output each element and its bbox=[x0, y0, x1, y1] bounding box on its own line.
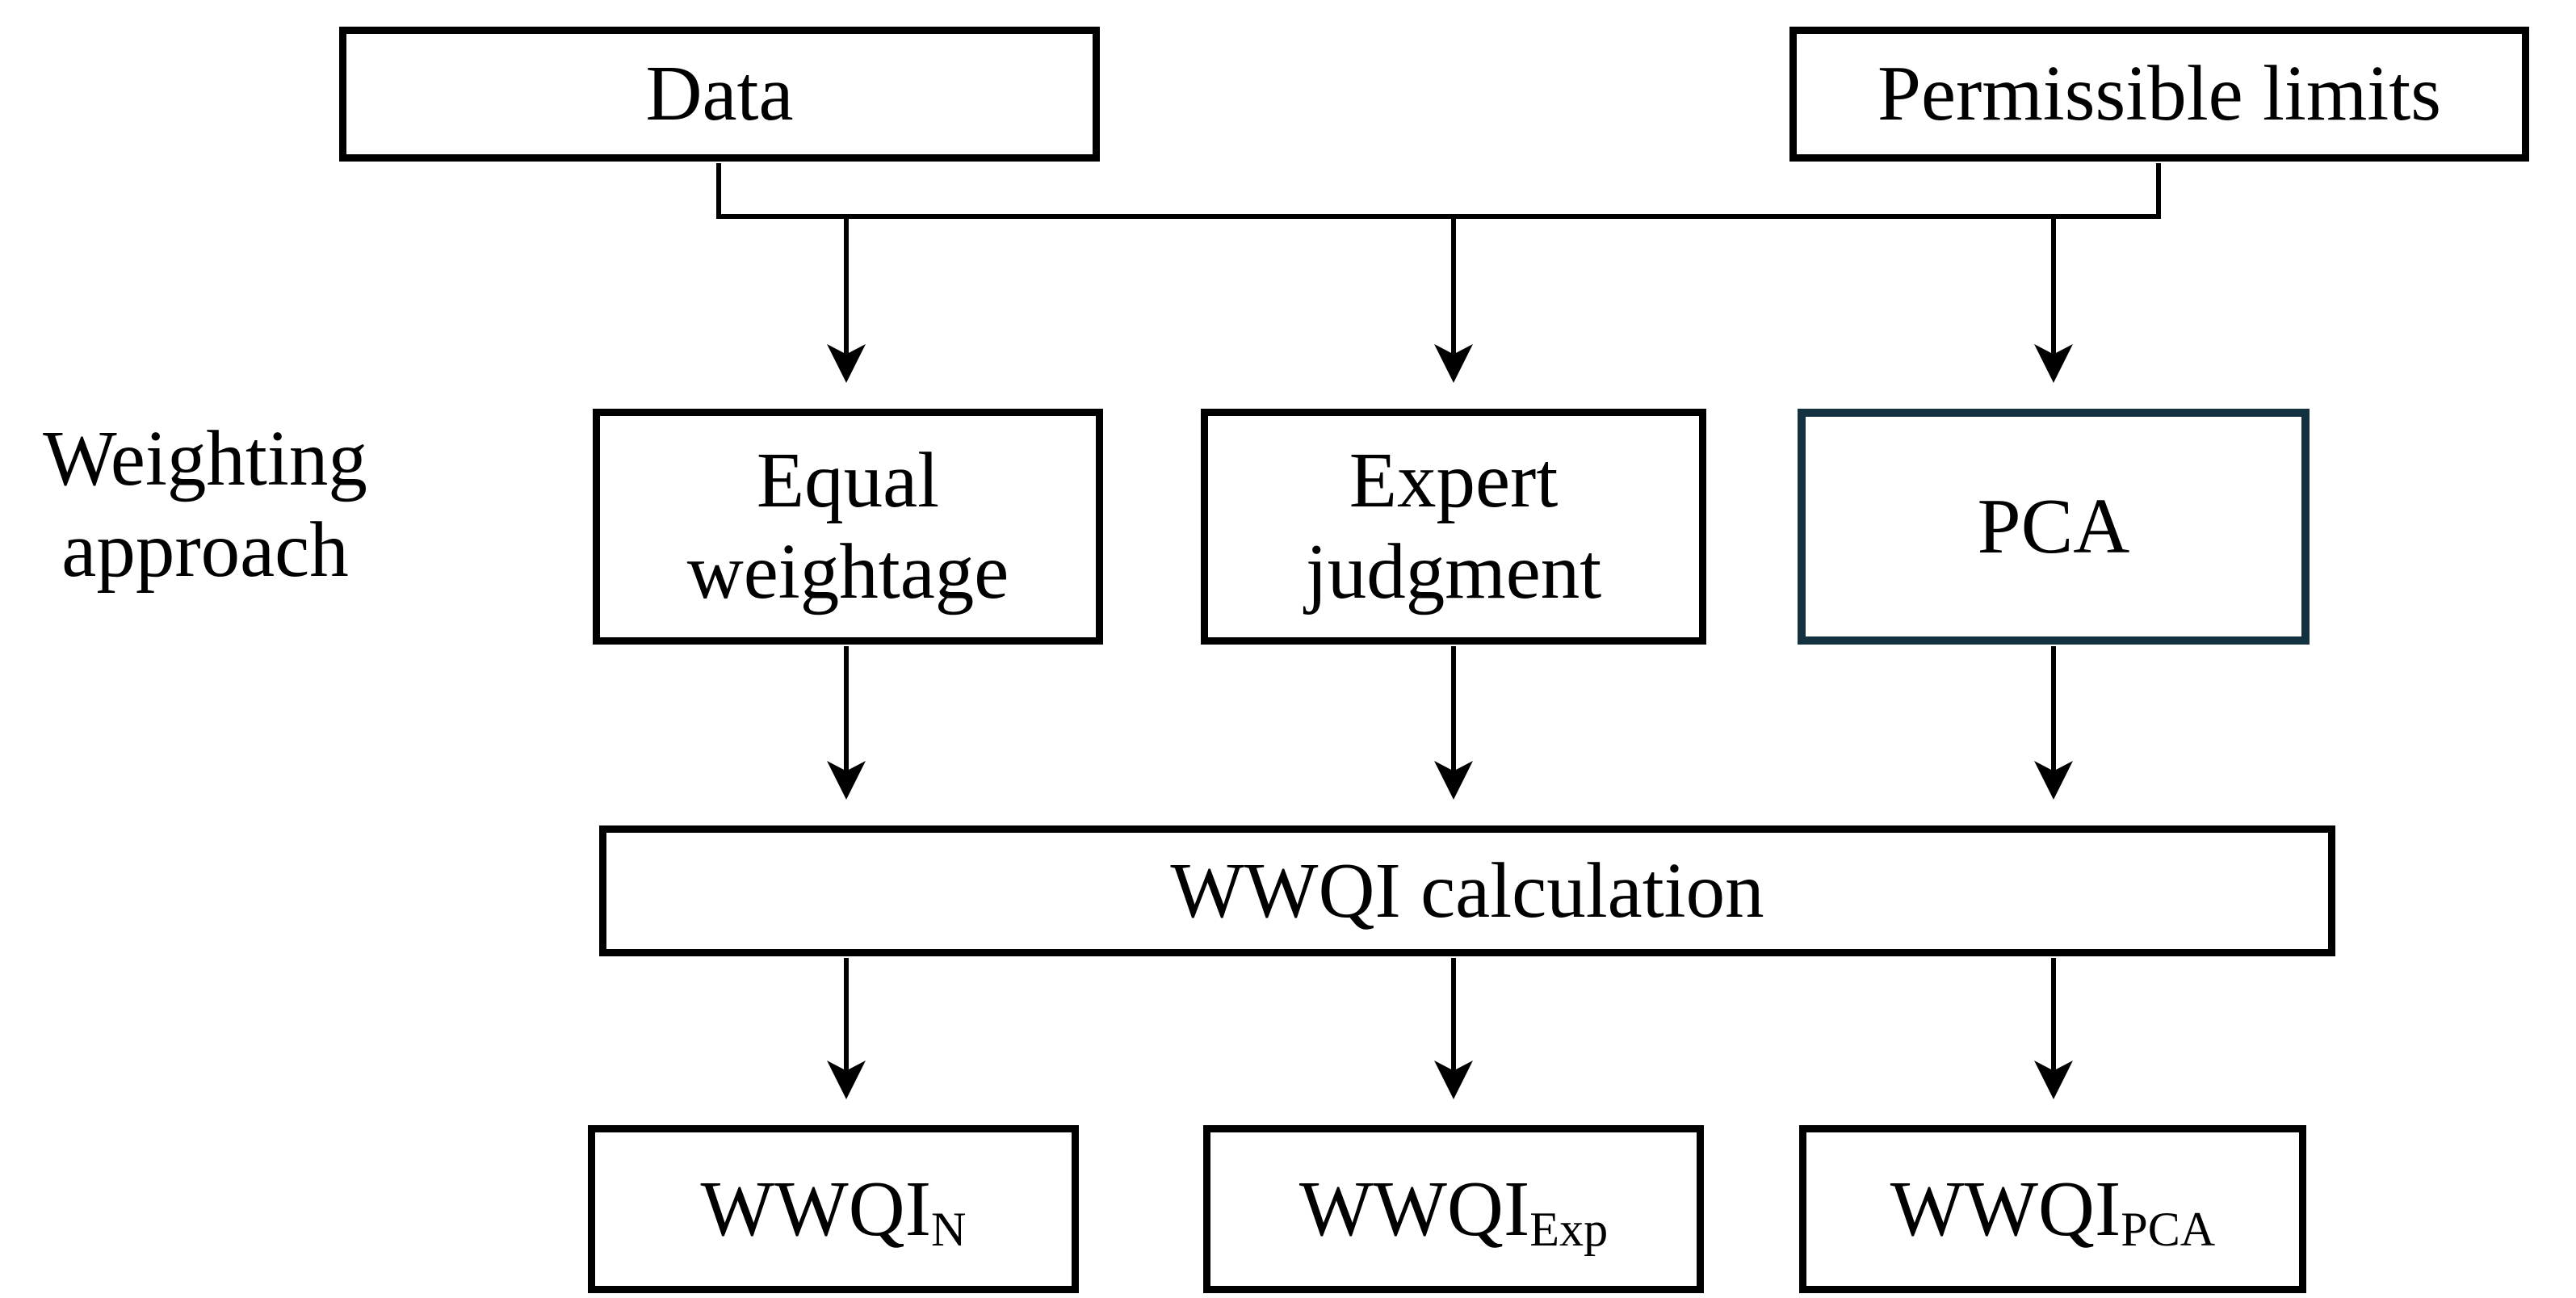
weighting-approach-label-line2: approach bbox=[61, 506, 349, 593]
node-wwqi-pca-label: WWQIPCA bbox=[1890, 1165, 2216, 1257]
weighting-approach-label-line1: Weighting bbox=[43, 415, 367, 502]
node-wwqi-calculation-label: WWQI calculation bbox=[1170, 846, 1764, 934]
node-wwqi-calculation: WWQI calculation bbox=[599, 825, 2335, 956]
node-equal-weightage-line2: weightage bbox=[686, 528, 1009, 615]
node-data-label: Data bbox=[645, 50, 794, 137]
node-pca: PCA bbox=[1798, 409, 2310, 645]
weighting-approach-label: Weighting approach bbox=[23, 414, 388, 595]
node-expert-judgment-line2: judgment bbox=[1305, 528, 1602, 615]
node-permissible-limits: Permissible limits bbox=[1789, 27, 2529, 162]
node-pca-label: PCA bbox=[1977, 482, 2130, 569]
node-equal-weightage-line1: Equal bbox=[756, 437, 940, 524]
node-wwqi-n-label: WWQIN bbox=[700, 1165, 967, 1257]
node-wwqi-exp-label: WWQIExp bbox=[1298, 1165, 1609, 1257]
node-expert-judgment: Expert judgment bbox=[1201, 409, 1706, 645]
node-wwqi-exp: WWQIExp bbox=[1203, 1125, 1704, 1293]
node-wwqi-pca: WWQIPCA bbox=[1799, 1125, 2306, 1293]
node-expert-judgment-line1: Expert bbox=[1349, 437, 1559, 524]
merge-bus-line bbox=[716, 163, 2161, 219]
node-wwqi-n: WWQIN bbox=[588, 1125, 1079, 1293]
node-equal-weightage: Equal weightage bbox=[593, 409, 1103, 645]
node-permissible-limits-label: Permissible limits bbox=[1877, 50, 2441, 137]
node-data: Data bbox=[339, 27, 1100, 162]
